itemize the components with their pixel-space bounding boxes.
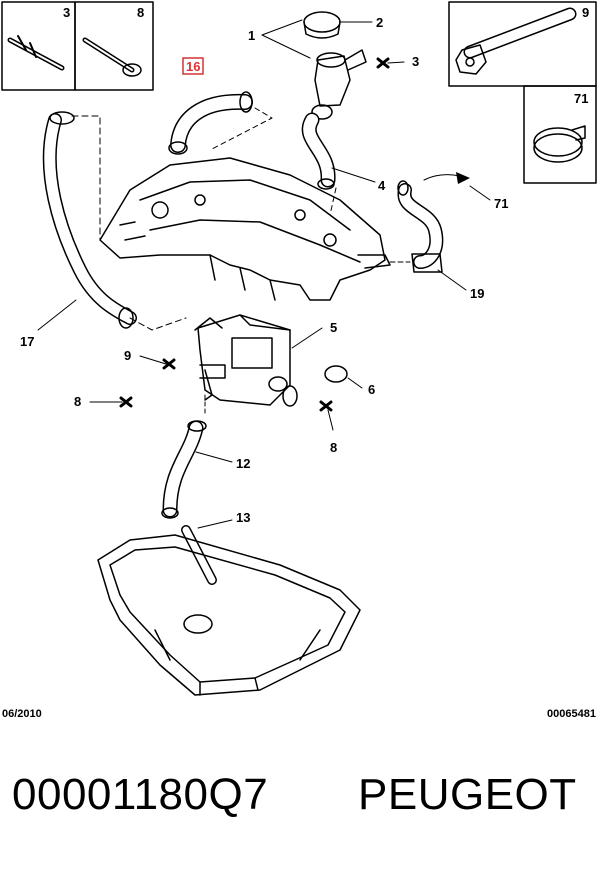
part-number: 00001180Q7 <box>12 770 269 819</box>
oil-cap-2 <box>303 11 341 39</box>
intake-manifold <box>99 157 391 301</box>
bolt-marker-8-right <box>319 400 333 412</box>
brand-name: PEUGEOT <box>358 770 577 819</box>
callout-6: 6 <box>368 382 375 397</box>
callout-4: 4 <box>378 178 386 193</box>
callout-2: 2 <box>376 15 383 30</box>
o-ring-6 <box>324 365 348 383</box>
arrow-head-71 <box>456 172 470 184</box>
hose-17 <box>42 111 187 331</box>
hose-12 <box>161 394 207 519</box>
inset-box-9 <box>448 1 597 87</box>
callout-5: 5 <box>330 320 337 335</box>
box-label-9: 9 <box>582 5 589 20</box>
callout-71: 71 <box>494 196 508 211</box>
inset-box-8 <box>74 1 154 91</box>
callout-13: 13 <box>236 510 250 525</box>
filler-neck-1 <box>311 49 367 120</box>
box-label-3: 3 <box>63 5 70 20</box>
bolt-marker-8-left <box>119 396 133 408</box>
callout-19: 19 <box>470 286 484 301</box>
bolt-marker-3 <box>376 57 390 69</box>
callout-17: 17 <box>20 334 34 349</box>
callout-16: 16 <box>186 59 200 74</box>
diagram-reference: 00065481 <box>547 708 596 720</box>
callout-3: 3 <box>412 54 419 69</box>
callout-9: 9 <box>124 348 131 363</box>
hose-4 <box>301 112 337 216</box>
tube-13 <box>181 525 217 585</box>
hose-19 <box>389 180 444 273</box>
callout-8-left: 8 <box>74 394 81 409</box>
oil-sump <box>97 534 361 696</box>
inset-box-71 <box>523 85 597 184</box>
box-label-8: 8 <box>137 5 144 20</box>
bolt-marker-9 <box>162 358 176 370</box>
footer: 00001180Q7 PEUGEOT <box>0 770 600 840</box>
highlight-box-16 <box>182 57 204 75</box>
hose-16 <box>168 91 273 155</box>
box-label-71: 71 <box>574 91 588 106</box>
parts-diagram: 3 8 9 71 1 2 3 4 5 6 8 8 9 12 13 16 17 1… <box>1 1 597 696</box>
callout-8-right: 8 <box>330 440 337 455</box>
callout-12: 12 <box>236 456 250 471</box>
callout-1: 1 <box>248 28 255 43</box>
diagram-date: 06/2010 <box>2 708 42 720</box>
leader-lines <box>37 19 491 529</box>
oil-separator-5 <box>194 314 298 407</box>
